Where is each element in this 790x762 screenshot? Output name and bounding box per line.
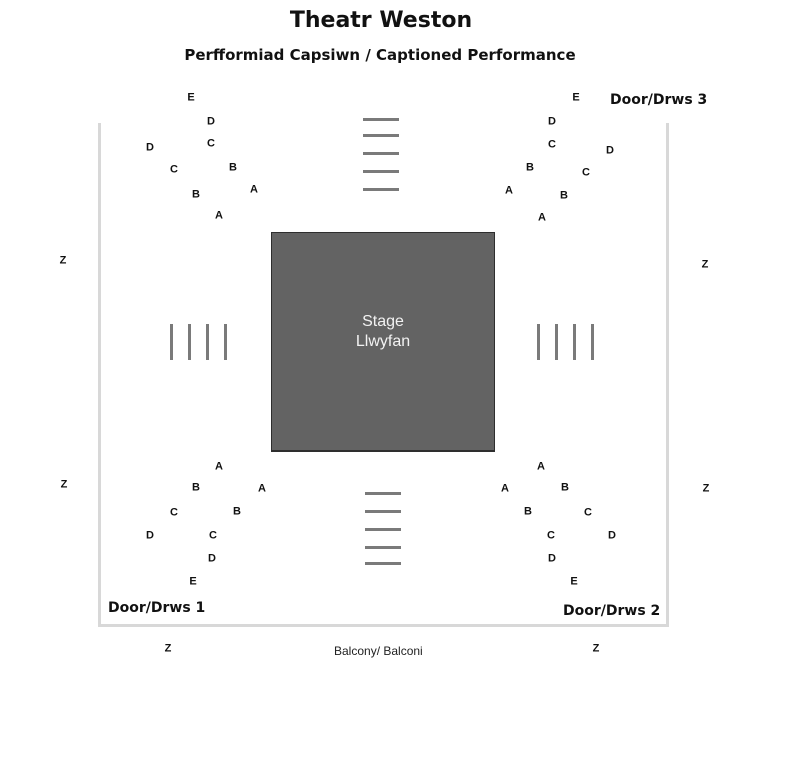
seat-row-label: B [233,505,241,518]
seat-row-label: C [170,163,178,176]
seat-row-label: A [505,184,513,197]
seat-row-label: A [538,211,546,224]
seat-row-label-z: Z [59,254,67,267]
seat-row-label: A [537,460,545,473]
seat-row-label: B [192,188,200,201]
seat-row-label: D [548,115,556,128]
seat-row-label: C [209,529,217,542]
step [224,324,227,360]
seat-row-label-z: Z [60,478,68,491]
seat-row-label: E [189,575,197,588]
step [537,324,540,360]
step [363,170,399,173]
seat-row-label: E [570,575,578,588]
step [188,324,191,360]
seat-row-label: A [250,183,258,196]
seat-row-label-z: Z [701,258,709,271]
seat-row-label: C [582,166,590,179]
step [363,188,399,191]
seat-row-label: A [215,460,223,473]
seat-row-label: C [207,137,215,150]
wall-bottom [98,624,669,627]
page-title: Theatr Weston [289,8,473,33]
step [365,492,401,495]
stage-label-en: Stage [362,312,404,330]
seat-row-label-z: Z [702,482,710,495]
seat-row-label: B [526,161,534,174]
wall-left [98,123,101,627]
seat-row-label: D [208,552,216,565]
seat-row-label: A [501,482,509,495]
seat-row-label-z: Z [164,642,172,655]
step [573,324,576,360]
seat-row-label: C [170,506,178,519]
seat-row-label: D [548,552,556,565]
seat-row-label: D [146,141,154,154]
seat-row-label: B [561,481,569,494]
page-subtitle: Perfformiad Capsiwn / Captioned Performa… [184,46,576,64]
balcony-label: Balcony/ Balconi [334,644,423,658]
seat-row-label: E [187,91,195,104]
door-1-label: Door/Drws 1 [108,600,206,616]
seat-row-label: D [207,115,215,128]
stage: Stage Llwyfan [271,232,495,452]
seat-row-label: B [560,189,568,202]
seat-row-label: A [258,482,266,495]
seat-row-label: C [584,506,592,519]
step [365,546,401,549]
step [363,118,399,121]
seat-row-label: D [146,529,154,542]
seat-row-label: D [606,144,614,157]
step [555,324,558,360]
step [365,528,401,531]
seat-row-label: B [524,505,532,518]
step [365,562,401,565]
door-2-label: Door/Drws 2 [563,603,661,619]
step [170,324,173,360]
step [206,324,209,360]
step [363,152,399,155]
step [591,324,594,360]
seat-row-label: E [572,91,580,104]
seat-row-label-z: Z [592,642,600,655]
seat-row-label: C [547,529,555,542]
seat-row-label: D [608,529,616,542]
seat-row-label: C [548,138,556,151]
seat-row-label: B [192,481,200,494]
step [363,134,399,137]
seat-row-label: B [229,161,237,174]
wall-right [666,123,669,627]
stage-label-cy: Llwyfan [355,332,411,350]
seat-row-label: A [215,209,223,222]
step [365,510,401,513]
door-3-label: Door/Drws 3 [610,92,708,108]
